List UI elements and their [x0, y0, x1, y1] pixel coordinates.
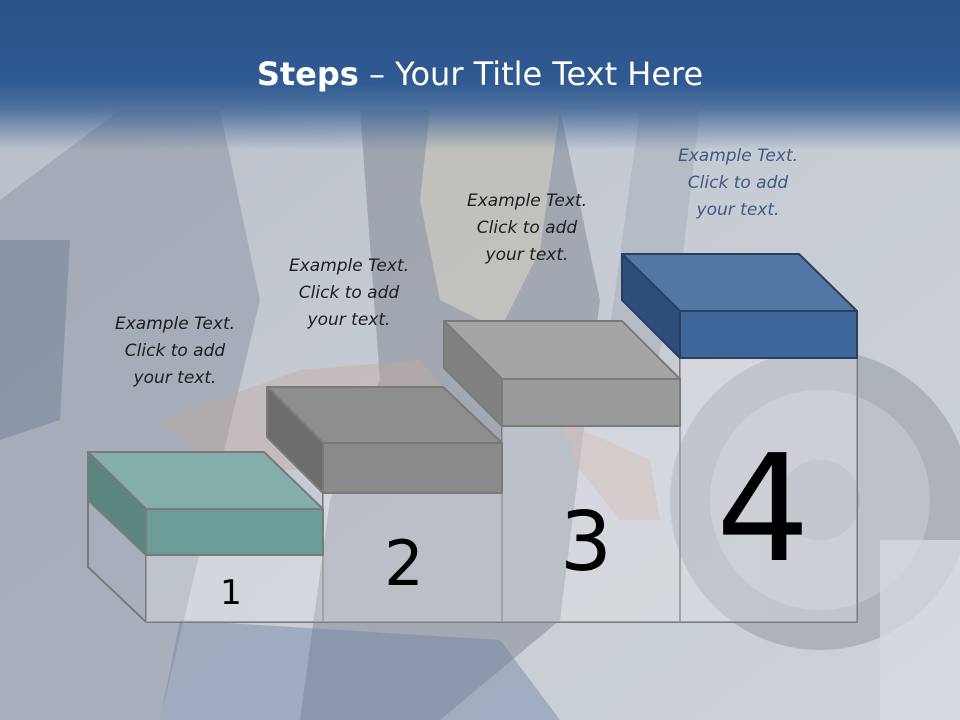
step-block-4[interactable]	[621, 253, 858, 359]
step-block-1[interactable]	[87, 451, 324, 556]
caption-line: your text.	[307, 310, 391, 330]
caption-line: your text.	[485, 245, 569, 265]
slide-title[interactable]: Steps – Your Title Text Here	[0, 52, 960, 96]
caption-line: Example Text.	[288, 256, 410, 276]
step-caption-4[interactable]: Example Text. Click to add your text.	[658, 143, 818, 224]
caption-line: Click to add	[124, 341, 226, 361]
caption-line: Click to add	[476, 218, 578, 238]
title-bold: Steps	[256, 55, 359, 93]
caption-line: Click to add	[687, 173, 789, 193]
step-caption-3[interactable]: Example Text. Click to add your text.	[447, 188, 607, 269]
title-bar	[0, 0, 960, 150]
caption-line: your text.	[133, 368, 217, 388]
step-number-4: 4	[716, 423, 810, 595]
step-block-3[interactable]	[443, 320, 681, 427]
step-number-2: 2	[384, 527, 423, 600]
caption-line: Click to add	[298, 283, 400, 303]
step-block-2[interactable]	[266, 386, 503, 494]
caption-line: Example Text.	[466, 191, 588, 211]
step-number-3: 3	[560, 495, 612, 590]
caption-line: your text.	[696, 200, 780, 220]
caption-line: Example Text.	[114, 314, 236, 334]
step-caption-1[interactable]: Example Text. Click to add your text.	[95, 311, 255, 392]
step-number-1: 1	[220, 573, 242, 613]
step-caption-2[interactable]: Example Text. Click to add your text.	[269, 253, 429, 334]
caption-line: Example Text.	[677, 146, 799, 166]
title-rest: – Your Title Text Here	[358, 55, 704, 93]
